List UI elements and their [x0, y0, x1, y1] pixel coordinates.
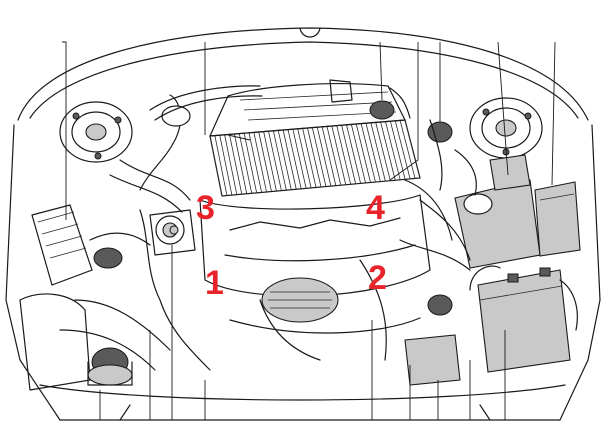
intercooler [209, 83, 421, 197]
intercooler-fin [287, 129, 302, 189]
intercooler-fin [272, 130, 287, 191]
intercooler-fin [243, 133, 258, 193]
left-strut-tower [59, 101, 133, 163]
label-1: 1 [205, 264, 224, 302]
number-labels: 3 4 1 2 [196, 189, 387, 302]
intercooler-fin [258, 131, 272, 192]
intercooler-fin [224, 134, 238, 195]
intercooler-fin [385, 121, 401, 180]
right-strut-tower [469, 97, 543, 159]
car-body-outline [5, 27, 601, 421]
intercooler-fin [321, 126, 337, 186]
intercooler-fin [209, 135, 223, 197]
intercooler-fin [355, 123, 371, 183]
relay-box [534, 181, 581, 257]
intercooler-fin [248, 132, 262, 193]
intercooler-fin [233, 133, 248, 194]
intercooler-fin [297, 128, 312, 188]
intercooler-fin [350, 124, 366, 184]
intercooler-fin [253, 132, 267, 193]
intercooler-fin [380, 121, 396, 181]
intercooler-fin [365, 123, 381, 182]
intercooler-fin [326, 126, 342, 186]
battery [469, 265, 578, 373]
intercooler-fin [238, 133, 253, 194]
intercooler-fin [282, 129, 297, 190]
intercooler-fin [336, 125, 352, 185]
intercooler-fin [399, 120, 416, 179]
intercooler-fin [316, 127, 332, 187]
intercooler-fin [311, 127, 327, 187]
intercooler-fin [375, 122, 391, 181]
label-4: 4 [366, 189, 385, 227]
intercooler-fin [370, 122, 386, 182]
intercooler-fin [277, 130, 292, 190]
intercooler-fin [389, 121, 406, 180]
label-3: 3 [196, 189, 215, 227]
intercooler-fin [219, 135, 233, 196]
intercooler-fin [229, 134, 243, 195]
intercooler-fin [268, 131, 282, 191]
right-hoses [259, 119, 477, 361]
intercooler-fin [360, 123, 376, 183]
intercooler-fin [346, 124, 361, 184]
label-2: 2 [368, 259, 387, 297]
intercooler-fin [214, 135, 228, 196]
engine-block [199, 194, 431, 334]
washer-reservoir [19, 293, 133, 391]
intercooler-fin [341, 125, 357, 184]
callout-lines [62, 41, 556, 420]
fuse-box [454, 154, 541, 269]
left-hoses [59, 94, 211, 371]
intercooler-fin [331, 125, 347, 185]
intercooler-fin [302, 128, 317, 188]
intercooler-fin [292, 129, 307, 189]
air-filter-box [31, 204, 93, 286]
intercooler-fin [307, 127, 322, 188]
intercooler-fin [394, 120, 411, 179]
brake-reservoir [404, 294, 461, 386]
intercooler-fin [263, 131, 277, 192]
intercooler-fin [404, 119, 421, 179]
right-caps [169, 100, 453, 235]
